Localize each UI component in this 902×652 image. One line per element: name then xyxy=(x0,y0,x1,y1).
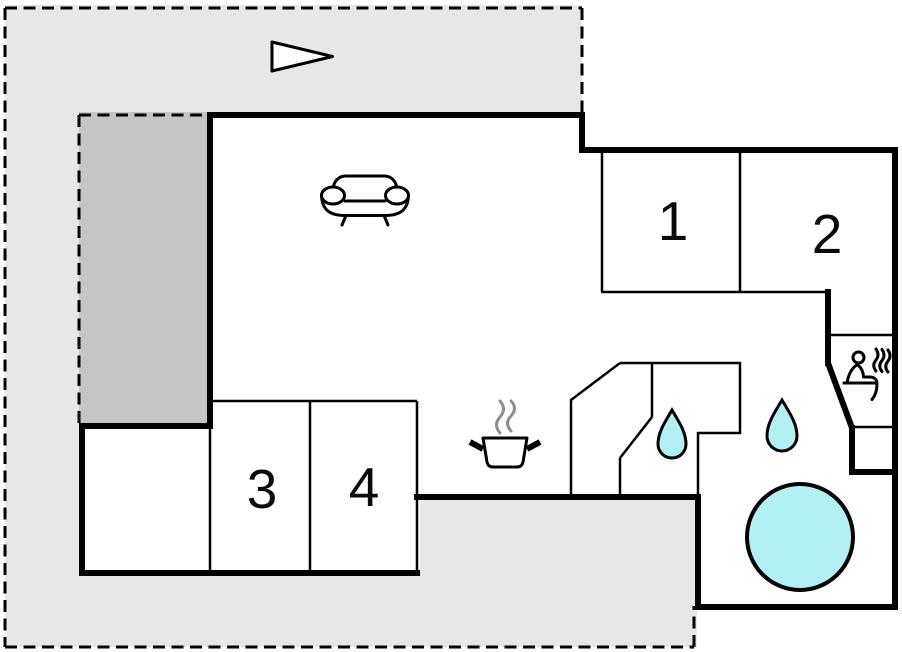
steam-line xyxy=(506,399,516,433)
steam-line xyxy=(872,347,880,373)
exterior-walls xyxy=(79,112,898,610)
direction-arrow-icon xyxy=(270,40,334,73)
shower-drop-icon xyxy=(765,397,799,453)
steam-line xyxy=(878,348,886,373)
room-2-label: 2 xyxy=(812,203,843,265)
room-3-label: 3 xyxy=(247,458,278,520)
hot-tub-icon xyxy=(745,482,855,592)
cooking-pot-icon xyxy=(468,399,542,469)
sofa-icon xyxy=(320,174,410,227)
interior-walls xyxy=(208,150,895,573)
sauna-person-icon xyxy=(842,347,892,401)
room-4-label: 4 xyxy=(349,456,380,518)
terrace-outline xyxy=(3,6,696,649)
shower-drop-icon xyxy=(656,407,688,460)
carport-area xyxy=(79,112,210,429)
house-floor xyxy=(79,112,898,610)
steam-line xyxy=(495,399,505,435)
room-1-label: 1 xyxy=(658,190,689,252)
steam-line xyxy=(884,348,892,374)
